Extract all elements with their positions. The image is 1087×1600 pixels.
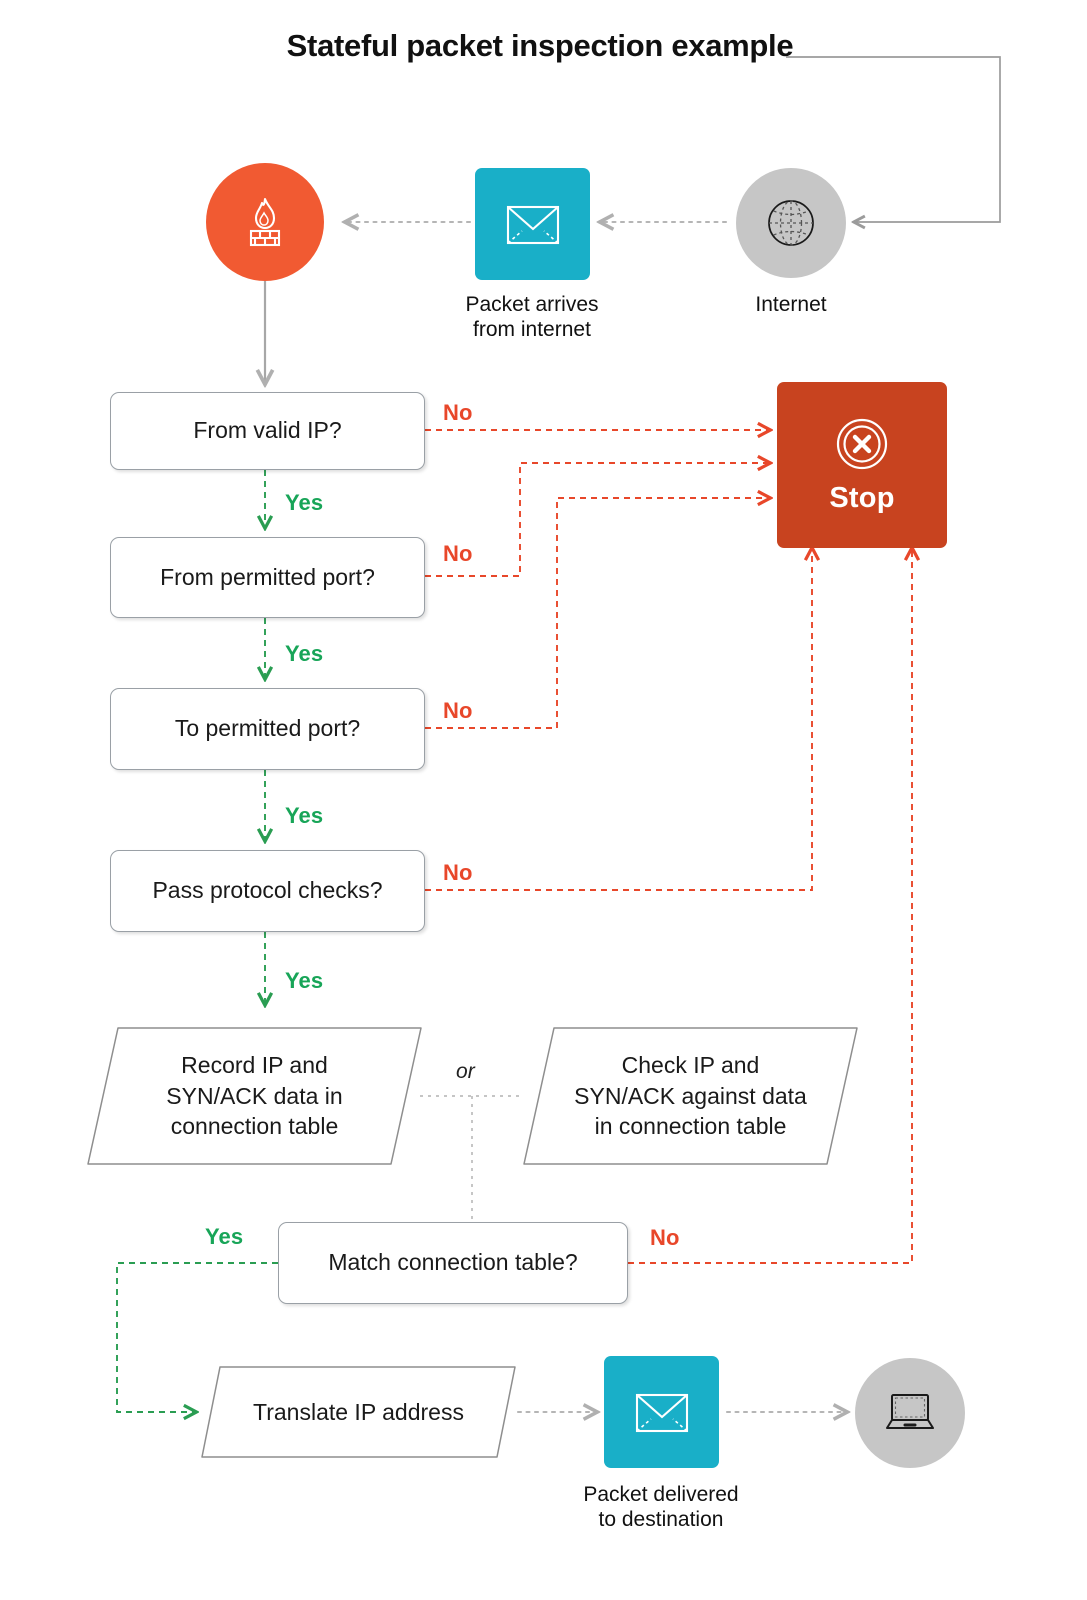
decision-valid-ip[interactable]: From valid IP? bbox=[110, 392, 425, 470]
label-yes-protocol: Yes bbox=[285, 968, 324, 993]
process-check-text: Check IP and SYN/ACK against data in con… bbox=[518, 1022, 863, 1170]
envelope-icon bbox=[506, 205, 559, 245]
process-record-text: Record IP and SYN/ACK data in connection… bbox=[82, 1022, 427, 1170]
packet-out-caption: Packet delivered to destination bbox=[541, 1482, 781, 1532]
destination-node[interactable] bbox=[855, 1358, 965, 1468]
decision-pass-protocol-checks-label: Pass protocol checks? bbox=[152, 877, 383, 904]
label-no-valid-ip: No bbox=[443, 400, 473, 425]
label-yes-match: Yes bbox=[205, 1224, 244, 1249]
label-no-match: No bbox=[650, 1225, 680, 1250]
laptop-icon bbox=[886, 1394, 934, 1429]
packet-in-caption: Packet arrives from internet bbox=[412, 292, 652, 342]
packet-out-caption-line1: Packet delivered bbox=[583, 1483, 739, 1506]
process-record-line3: connection table bbox=[170, 1113, 339, 1140]
decision-match-connection-table-label: Match connection table? bbox=[328, 1249, 578, 1276]
edge-no-from-port bbox=[425, 463, 770, 577]
decision-from-permitted-port-label: From permitted port? bbox=[160, 563, 375, 590]
parallelogram-shape bbox=[518, 1022, 863, 1170]
packet-out-caption-line2: to destination bbox=[598, 1508, 724, 1532]
process-translate[interactable]: Translate IP address bbox=[196, 1362, 521, 1462]
parallelogram-shape bbox=[82, 1022, 427, 1170]
decision-to-permitted-port-label: To permitted port? bbox=[174, 715, 361, 742]
label-no-protocol: No bbox=[443, 860, 473, 885]
process-check-line3: in connection table bbox=[594, 1113, 787, 1140]
process-check[interactable]: Check IP and SYN/ACK against data in con… bbox=[518, 1022, 863, 1170]
page-title: Stateful packet inspection example bbox=[286, 28, 794, 63]
internet-node[interactable] bbox=[736, 168, 846, 278]
edge-no-to-port bbox=[425, 498, 770, 729]
internet-caption: Internet bbox=[755, 293, 827, 316]
firewall-icon bbox=[249, 197, 281, 247]
process-translate-text: Translate IP address bbox=[253, 1398, 464, 1425]
label-yes-valid-ip: Yes bbox=[285, 490, 324, 515]
process-record[interactable]: Record IP and SYN/ACK data in connection… bbox=[82, 1022, 427, 1170]
circle-x-icon bbox=[836, 418, 888, 469]
decision-from-permitted-port[interactable]: From permitted port? bbox=[110, 537, 425, 618]
label-or: or bbox=[456, 1060, 475, 1083]
globe-icon bbox=[768, 200, 814, 246]
process-check-line1: Check IP and bbox=[621, 1051, 760, 1078]
label-yes-to-port: Yes bbox=[285, 803, 324, 828]
decision-to-permitted-port[interactable]: To permitted port? bbox=[110, 688, 425, 770]
packet-in-caption-line2: from internet bbox=[473, 318, 591, 342]
decision-valid-ip-label: From valid IP? bbox=[193, 417, 342, 444]
packet-in-caption-line1: Packet arrives bbox=[465, 293, 599, 316]
label-yes-from-port: Yes bbox=[285, 641, 324, 666]
packet-in-node[interactable] bbox=[475, 168, 590, 280]
label-no-from-port: No bbox=[443, 541, 473, 566]
process-check-line2: SYN/ACK against data bbox=[574, 1082, 807, 1109]
process-record-line1: Record IP and bbox=[181, 1051, 328, 1078]
envelope-icon bbox=[635, 1393, 688, 1433]
packet-out-node[interactable] bbox=[604, 1356, 719, 1468]
stop-node[interactable]: Stop bbox=[777, 382, 947, 548]
firewall-node[interactable] bbox=[206, 163, 324, 281]
process-record-line2: SYN/ACK data in bbox=[166, 1082, 343, 1109]
decision-pass-protocol-checks[interactable]: Pass protocol checks? bbox=[110, 850, 425, 932]
label-no-to-port: No bbox=[443, 698, 473, 723]
decision-match-connection-table[interactable]: Match connection table? bbox=[278, 1222, 628, 1304]
stop-label: Stop bbox=[829, 481, 895, 514]
parallelogram-shape bbox=[196, 1362, 521, 1462]
edge-no-protocol bbox=[425, 548, 812, 891]
